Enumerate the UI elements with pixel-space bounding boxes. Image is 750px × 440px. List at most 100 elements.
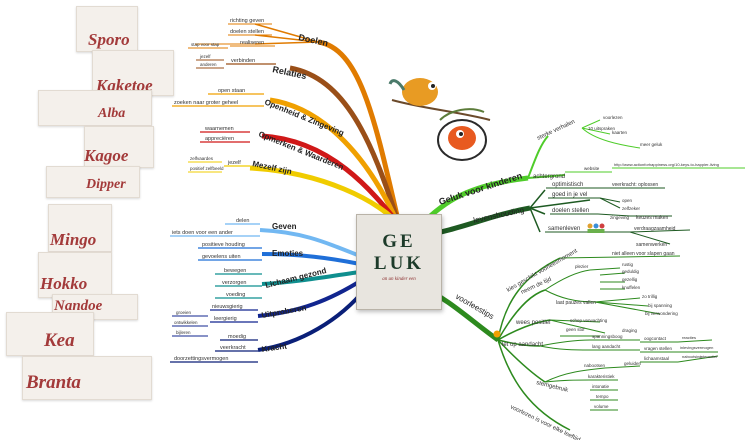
tip-voorlezen-leeftijd: voorlezen is voor elke leeftijd [509,404,581,440]
bird-label-branta: Branta [26,372,81,393]
levenshouding-child-goed-in-je-vel: goed in je vel [552,192,587,198]
tip-volume: volume [594,404,609,409]
tip-bij-verwondering: bij verwondering [645,311,678,316]
branch-levenshouding-label: levenshouding [473,205,525,225]
levenshouding-child-samenwerken: samenwerken [636,242,667,248]
lichaam-child-voeding: voeding [226,292,245,298]
lichaam-child-bewegen: bewegen [224,268,246,274]
central-book-cover: GE LUK an un kinder een [356,214,442,310]
tip-geen-stof: geen stof [566,327,585,332]
tip-knuffelen: knuffelen [622,285,641,290]
tip-gezellig: gezellig [622,277,638,282]
relaties-child-jezelf: jezelf [199,54,211,59]
tip-laat-pauzes-vallen: laat pauzes vallen [556,300,596,306]
levenshouding-child-verdraagzaamheid: verdraagzaamheid [634,226,676,232]
tip-lang-aandacht: lang aandacht [592,344,621,349]
levenshouding-child-open: open [622,198,633,203]
mezelf-child-zelfvaardes: zelfvaardes [190,156,214,161]
doelen-child-richting-geven: richting geven [230,18,264,24]
mezelf-child-zelfbeeld: positief zelfbeeld [190,166,224,171]
tip-geluiden: geluiden [624,361,642,366]
tip-vragen-stellen: vragen stellen [644,346,673,351]
tip-geschikt-moment: kies geschikt voorleesmoment [506,248,579,294]
tip-schep-verwachting: schep verwachting [570,318,608,323]
tip-spanningsboog: spanningsboog [592,334,623,339]
branch-kracht-label: Kracht [261,341,288,353]
doelen-child-realiseren: realiseren [240,40,264,46]
bird-card-sporo [76,6,138,52]
bird-label-dipper: Dipper [86,177,126,192]
branch-emoties [198,247,361,266]
bird-label-kea: Kea [44,330,75,351]
uitproberen-child-ontwikkelen: ontwikkelen [174,320,198,325]
branch-doelen [188,23,401,221]
geluk-child-10-uitspraken: 10 uitspraken [588,126,616,131]
tip-plezier: plezier [575,264,589,269]
uitproberen-child-bijleren: bijleren [176,330,191,335]
tip-lichaamstaal: lichaamstaal [644,356,669,361]
bird-label-sporo: Sporo [88,30,130,49]
bird-card-alba [38,90,152,126]
branch-mezelf-label: Mezelf zijn [252,159,293,176]
tip-wees-positief: wees positief [515,320,551,326]
book-subtitle: an un kinder een [382,277,416,282]
branch-geven [170,223,361,258]
openheid-child-zoeken: zoeken naar groter geheel [174,100,238,106]
bird-label-kagoe: Kagoe [84,146,129,165]
tip-inlevingsvermogen: inlevingsvermogen [680,345,713,350]
levenshouding-child-zingeving: zingeving [610,215,630,220]
bird-label-hokko: Hokko [40,274,88,293]
levenshouding-child-veerkracht: veerkracht: oplossen [612,182,658,188]
branch-voorleestips-label: voorleestips [454,292,495,321]
branch-relaties [196,59,401,223]
bird-label-nandoe: Nandoe [54,298,103,314]
levenshouding-child-samenleven: samenleven [548,226,580,232]
geluk-child-website: website [584,166,600,171]
geven-child-iets-doen: iets doen voor een ander [172,230,233,236]
branch-lichaam [215,270,361,299]
mezelf-child-jezelf: jezelf [227,160,241,166]
tip-oogcontact: oogcontact [644,336,667,341]
relaties-child-verbinden: verbinden [231,58,255,64]
levenshouding-child-doelen-stellen: doelen stellen [552,208,589,214]
samenleven-people-icon [587,223,605,233]
branch-doelen-label: Doelen [298,32,329,48]
doelen-child-doelen-stellen: doelen stellen [230,29,264,35]
branch-geluk-label: Geluk voor kinderen [438,170,524,206]
tip-nabootsen: nabootsen [584,363,606,368]
uitproberen-child-groeien: groeien [176,310,192,315]
kracht-child-moedig: moedig [228,334,246,340]
tip-zo-trillig: zo trillig [642,294,658,299]
tip-reacties: reacties [682,335,696,340]
levenshouding-child-keuzes-maken: keuzes maken [636,215,668,221]
bird-label-alba: Alba [98,106,126,121]
voorleestips-warning-icon [493,330,501,338]
branch-emoties-label: Emoties [272,249,304,258]
geluk-child-url[interactable]: http://www.actionforhappiness.org/10-key… [614,162,719,167]
emoties-child-gevoelens-uiten: gevoelens uiten [202,254,241,260]
emoties-child-positieve-houding: positieve houding [202,242,245,248]
bird-card-branta [22,356,152,400]
tip-intonatie: intonatie [592,384,610,389]
tip-geduldig: geduldig [622,269,640,274]
tip-let-op-aandacht: let op aandacht [502,342,543,348]
uitproberen-child-leergierig: leergierig [214,316,237,322]
branch-geven-label: Geven [272,222,297,231]
branch-openheid [172,93,401,226]
tip-rustig: rustig [622,262,634,267]
tip-interactief: interactief [700,354,718,359]
bird-card-kea [6,312,94,356]
tip-bij-spanning: bij spanning [648,303,673,308]
levenshouding-child-zelfzeker: zelfzeker [622,206,641,211]
tip-nabootsing: nabootsing [682,354,702,359]
book-title-bottom: LUK [373,253,425,274]
opmerken-child-appreciëren: appreciëren [205,136,234,142]
branch-uitproberen [172,278,364,337]
branch-uitproberen-label: Uitproberen [261,303,307,320]
geluk-child-meer-geluk: meer geluk [640,142,663,147]
uitproberen-child-nieuwsgierig: nieuwsgierig [212,304,243,310]
geluk-child-kaarten: kaarten [612,130,628,135]
geven-child-delen: delen [236,218,249,224]
tip-stemgebruik: stemgebruik [536,380,570,394]
